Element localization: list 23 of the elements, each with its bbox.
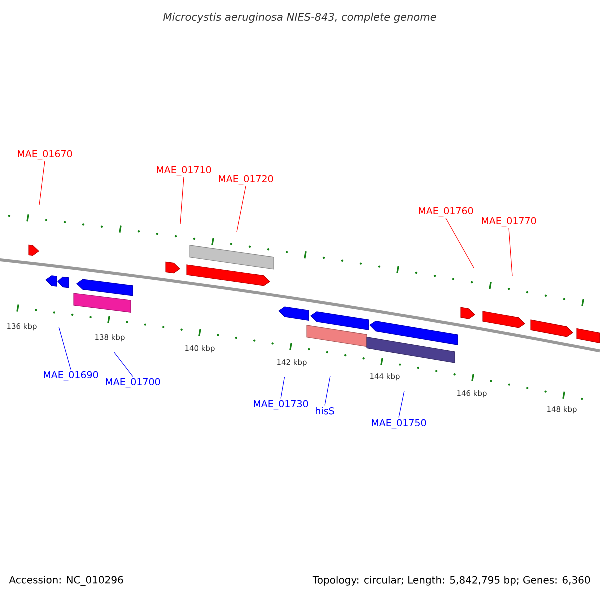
leader-line [508,228,513,276]
gene-label: MAE_01730 [254,400,308,410]
gene-label: MAE_01720 [219,175,274,185]
gene-label: hisS [316,407,334,415]
gene-label: MAE_01700 [106,378,160,388]
gene-label: MAE_01750 [372,419,426,429]
gene-label: MAE_01690 [44,371,98,381]
leader-line [446,218,474,268]
leader-line [180,177,184,224]
genome-summary: Topology: circular; Length: 5,842,795 bp; Genes: 6,360 [312,576,590,586]
gene-label: MAE_01670 [18,150,72,160]
gene-label: MAE_01710 [157,166,212,176]
leader-line [280,376,286,399]
accession-text: Accession: NC_010296 [9,576,124,586]
leader-line [324,376,331,406]
leader-line [398,390,405,418]
gene-label: MAE_01760 [419,207,474,217]
gene-label: MAE_01770 [482,217,536,227]
leader-line [58,326,72,370]
title: Microcystis aeruginosa NIES-843, complete genome [164,12,436,24]
leader-line [236,186,246,232]
leader-line [39,161,46,206]
leader-line [114,352,134,377]
